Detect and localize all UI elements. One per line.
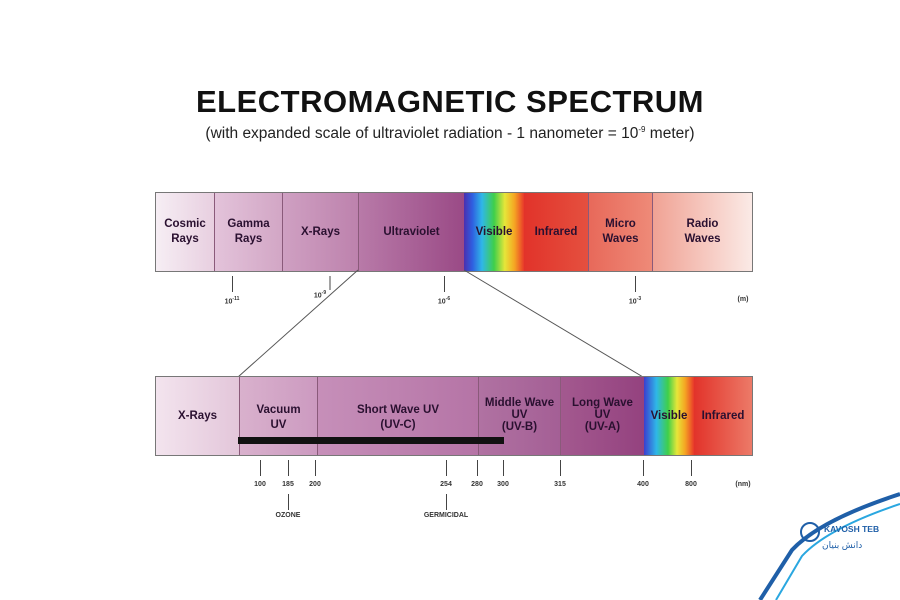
segment-uv-x-rays: X-Rays xyxy=(156,377,239,455)
label-infrared: Infrared xyxy=(534,225,578,238)
label-xrays: X-Rays xyxy=(301,225,340,238)
germicidal-pointer xyxy=(446,494,447,510)
ozone-annotation: OZONE xyxy=(275,512,301,519)
top-scale-label-4: 10-3 xyxy=(628,296,642,306)
bottom-scale-label-185: 185 xyxy=(282,481,294,488)
label-short-2: (UV-C) xyxy=(380,419,416,431)
label-middle-1: Middle Wave xyxy=(484,397,555,409)
label-vacuum-1: Vacuum xyxy=(256,404,301,416)
subtitle-text-end: meter) xyxy=(645,125,695,143)
top-scale-label-2: 10-9 xyxy=(313,290,327,300)
label-uv-visible: Visible xyxy=(650,409,688,422)
label-radio-2: Waves xyxy=(684,233,721,245)
brand-corner-graphic xyxy=(750,492,900,600)
label-middle-2: UV xyxy=(511,409,528,421)
bottom-unit-label: (nm) xyxy=(735,481,751,488)
label-short-1: Short Wave UV xyxy=(356,404,439,416)
segment-infrared: Infrared xyxy=(524,193,588,271)
label-uv-infrared: Infrared xyxy=(701,409,745,422)
top-tick-3 xyxy=(444,276,445,292)
label-cosmic-1: Cosmic xyxy=(164,218,206,230)
bottom-scale-label-800: 800 xyxy=(685,481,697,488)
label-radio-1: Radio xyxy=(686,218,719,230)
label-ultraviolet: Ultraviolet xyxy=(383,225,440,238)
bottom-tick-300 xyxy=(503,460,504,476)
bottom-tick-280 xyxy=(477,460,478,476)
bottom-tick-315 xyxy=(560,460,561,476)
top-tick-4 xyxy=(635,276,636,292)
label-uv-xrays: X-Rays xyxy=(178,409,217,422)
label-vacuum-2: UV xyxy=(270,419,287,431)
germicidal-annotation: GERMICIDAL xyxy=(423,512,469,519)
bottom-tick-800 xyxy=(691,460,692,476)
label-gamma-2: Rays xyxy=(234,233,263,245)
brand-tagline: دانش بنیان xyxy=(822,540,863,550)
subtitle-exponent: -9 xyxy=(638,125,646,134)
label-micro-2: Waves xyxy=(602,233,639,245)
diagram-title: ELECTROMAGNETIC SPECTRUM xyxy=(196,84,704,119)
label-micro-1: Micro xyxy=(605,218,636,230)
segment-uv-infrared: Infrared xyxy=(694,377,752,455)
bottom-scale-label-200: 200 xyxy=(309,481,321,488)
label-gamma-1: Gamma xyxy=(227,218,270,230)
label-visible: Visible xyxy=(475,225,513,238)
bottom-scale-label-254: 254 xyxy=(440,481,452,488)
label-long-1: Long Wave xyxy=(572,397,633,409)
brand-logo-icon xyxy=(800,522,820,542)
label-long-2: UV xyxy=(594,409,611,421)
segment-visible: Visible xyxy=(464,193,524,271)
bottom-scale-label-280: 280 xyxy=(471,481,483,488)
top-tick-1 xyxy=(232,276,233,292)
ozone-pointer xyxy=(288,494,289,510)
label-long-3: (UV-A) xyxy=(584,421,621,433)
bottom-tick-254 xyxy=(446,460,447,476)
brand-name: KAVOSH TEB xyxy=(824,524,880,534)
top-scale-label-3: 10-6 xyxy=(437,296,451,306)
bottom-scale-label-315: 315 xyxy=(554,481,566,488)
bottom-scale-label-300: 300 xyxy=(497,481,509,488)
segment-x-rays: X-Rays xyxy=(282,193,358,271)
label-middle-3: (UV-B) xyxy=(501,421,538,433)
bottom-tick-100 xyxy=(260,460,261,476)
bottom-tick-185 xyxy=(288,460,289,476)
subtitle-text: (with expanded scale of ultraviolet radi… xyxy=(205,125,639,143)
label-cosmic-2: Rays xyxy=(171,233,199,245)
bottom-scale-label-400: 400 xyxy=(637,481,649,488)
bottom-scale-label-100: 100 xyxy=(254,481,266,488)
top-scale-label-1: 10-11 xyxy=(224,296,240,306)
segment-uv-visible: Visible xyxy=(644,377,694,455)
top-unit-label: (m) xyxy=(737,296,749,303)
bottom-tick-400 xyxy=(643,460,644,476)
diagram-subtitle: (with expanded scale of ultraviolet radi… xyxy=(0,125,900,143)
segment-ultraviolet: Ultraviolet xyxy=(358,193,464,271)
germicidal-range-bar xyxy=(238,437,504,444)
bottom-tick-200 xyxy=(315,460,316,476)
